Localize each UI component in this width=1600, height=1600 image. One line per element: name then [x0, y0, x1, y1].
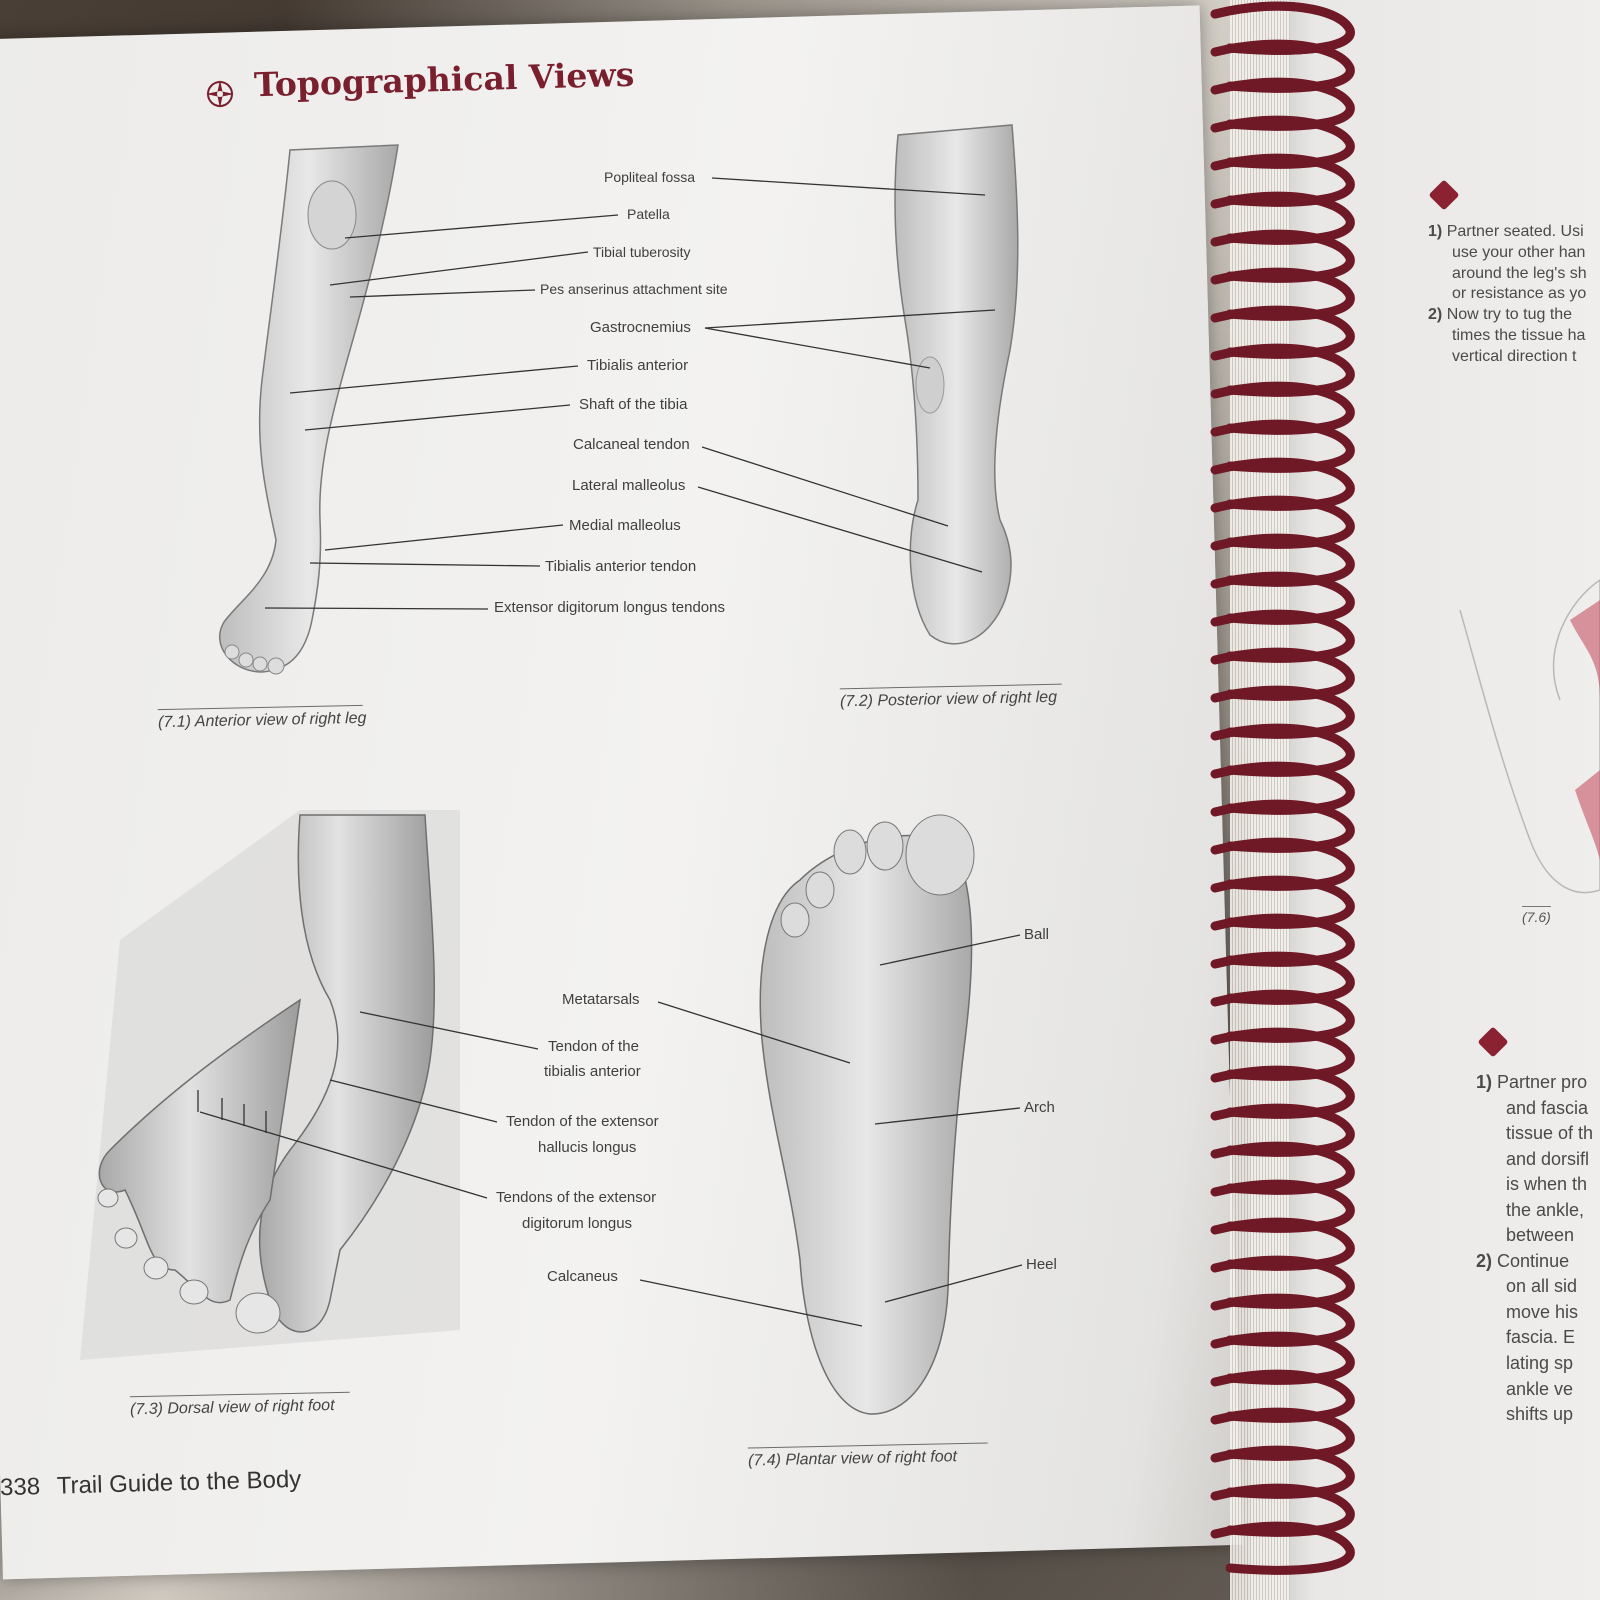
label-extensor-digitorum-longus-tendons: Extensor digitorum longus tendons — [494, 599, 725, 616]
label-tendon-tibialis-anterior-1: Tendon of the — [548, 1038, 639, 1055]
dorsal-foot-drawing — [80, 810, 460, 1360]
label-shaft-of-tibia: Shaft of the tibia — [579, 396, 688, 413]
label-tibialis-anterior: Tibialis anterior — [587, 357, 689, 374]
plantar-foot-drawing — [759, 814, 975, 1415]
right-page — [1250, 0, 1600, 1600]
compass-icon — [206, 80, 234, 108]
label-heel: Heel — [1026, 1256, 1057, 1273]
right-fig-caption: (7.6) — [1522, 906, 1551, 925]
posterior-leg-drawing — [894, 124, 1019, 645]
anterior-leg-drawing — [218, 144, 399, 675]
label-tendons-edl-2: digitorum longus — [522, 1215, 633, 1232]
label-popliteal-fossa: Popliteal fossa — [604, 169, 696, 185]
book-title: Trail Guide to the Body — [56, 1465, 302, 1500]
caption-fig-7-3: (7.3) Dorsal view of right foot — [129, 1391, 351, 1420]
label-ball: Ball — [1024, 926, 1050, 943]
label-medial-malleolus: Medial malleolus — [569, 517, 681, 534]
label-tendon-tibialis-anterior-2: tibialis anterior — [544, 1063, 641, 1080]
spiral-binding — [1210, 6, 1350, 1570]
caption-fig-7-2: (7.2) Posterior view of right leg — [839, 683, 1063, 712]
label-lateral-malleolus: Lateral malleolus — [572, 477, 686, 494]
caption-fig-7-1: (7.1) Anterior view of right leg — [157, 704, 367, 733]
page-number: 338 — [0, 1473, 41, 1502]
label-gastrocnemius: Gastrocnemius — [590, 319, 691, 336]
right-page-figure — [1459, 579, 1600, 894]
label-tendons-edl-1: Tendons of the extensor — [496, 1189, 657, 1206]
label-tendon-ehl-2: hallucis longus — [538, 1139, 637, 1156]
label-tendon-ehl-1: Tendon of the extensor — [506, 1113, 659, 1130]
label-patella: Patella — [627, 206, 670, 222]
right-step-b: 1) Partner pro and fascia tissue of th a… — [1476, 1072, 1594, 1425]
label-calcaneus: Calcaneus — [547, 1268, 618, 1285]
label-calcaneal-tendon: Calcaneal tendon — [573, 436, 690, 453]
label-tibialis-anterior-tendon: Tibialis anterior tendon — [545, 558, 697, 575]
label-metatarsals: Metatarsals — [562, 991, 640, 1008]
leader-lines — [197, 177, 1023, 1327]
right-step-1: 1) Partner seated. Usi use your other ha… — [1428, 223, 1587, 365]
label-tibial-tuberosity: Tibial tuberosity — [593, 244, 691, 260]
label-pes-anserinus: Pes anserinus attachment site — [540, 281, 728, 297]
label-arch: Arch — [1024, 1099, 1055, 1116]
